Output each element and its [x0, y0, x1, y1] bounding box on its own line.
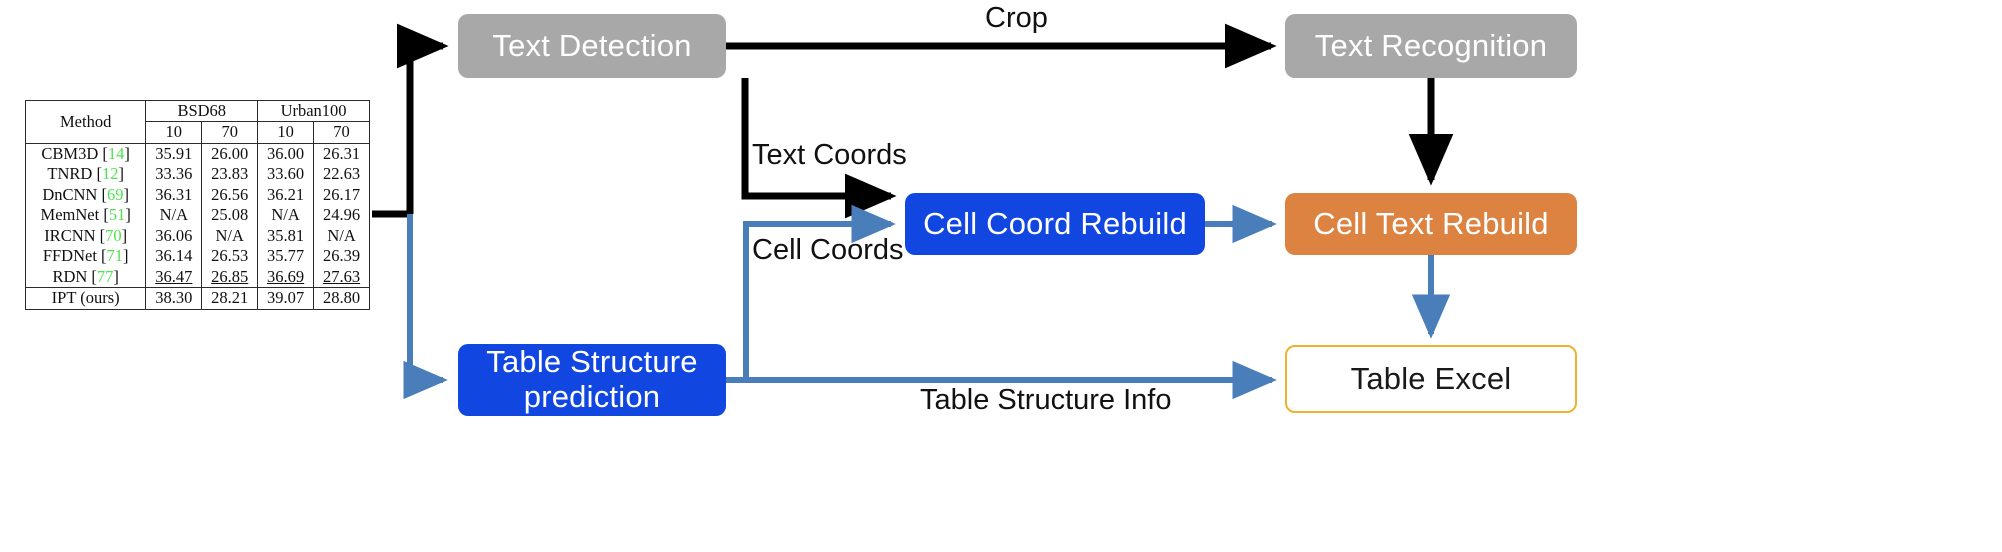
cell-value: 26.85 — [201, 266, 258, 288]
cell-value: N/A — [201, 225, 258, 247]
cell-value: 26.53 — [201, 246, 258, 267]
cell-value: 26.56 — [201, 184, 258, 206]
method-name: TNRD — [47, 164, 93, 184]
citation-ref: 51 — [108, 205, 126, 225]
paper-table-image: Method BSD68 Urban100 10 70 10 70 CBM3D … — [25, 100, 370, 310]
cell-value: N/A — [159, 205, 188, 225]
edge-text-coords — [741, 78, 897, 219]
edge-cell-coords — [743, 204, 896, 380]
edge-label-cell-coords: Cell Coords — [752, 234, 904, 266]
cell-method: DnCNN [69] — [25, 184, 147, 206]
cell-value: 28.80 — [313, 287, 370, 310]
cell-value: 27.63 — [313, 266, 370, 288]
citation-ref: 14 — [107, 143, 125, 163]
cell-value: 25.08 — [201, 205, 258, 226]
results-table: Method BSD68 Urban100 10 70 10 70 CBM3D … — [25, 100, 370, 310]
cell-value: 36.14 — [155, 246, 193, 266]
node-label-line1: Table Structure — [486, 344, 698, 380]
header-urban100: Urban100 — [257, 100, 370, 123]
subheader-urban100-70: 70 — [313, 121, 370, 144]
table-row: RDN [77] 36.47 26.85 36.69 27.63 — [25, 266, 370, 288]
cell-value: 36.00 — [257, 143, 314, 165]
citation-ref: 70 — [105, 225, 122, 245]
cell-value: 36.69 — [257, 266, 314, 288]
header-method: Method — [25, 100, 147, 144]
cell-value: 35.91 — [155, 143, 193, 163]
header-bsd68: BSD68 — [145, 100, 258, 123]
citation-ref: 77 — [96, 266, 114, 286]
cell-value: N/A — [257, 205, 314, 226]
table-row: MemNet [51] N/A 25.08 N/A 24.96 — [25, 205, 370, 226]
subheader-urban100-10: 10 — [257, 121, 314, 144]
table-header-row-top: Method BSD68 Urban100 — [25, 100, 370, 144]
cell-value: 28.21 — [201, 287, 258, 310]
node-cell-coord-rebuild[interactable]: Cell Coord Rebuild — [905, 193, 1205, 255]
table-row: FFDNet [71] 36.14 26.53 35.77 26.39 — [25, 246, 370, 267]
node-text-recognition[interactable]: Text Recognition — [1285, 14, 1577, 78]
table-row: TNRD [12] 33.36 23.83 33.60 22.63 — [25, 164, 370, 185]
table-row: CBM3D [14] 35.91 26.00 36.00 26.31 — [25, 143, 370, 165]
edge-label-crop: Crop — [985, 2, 1048, 34]
node-cell-text-rebuild[interactable]: Cell Text Rebuild — [1285, 193, 1577, 255]
cell-method: FFDNet [71] — [25, 246, 147, 267]
cell-value: N/A — [313, 225, 370, 247]
cell-method: RDN [77] — [25, 266, 147, 288]
node-label-line2: prediction — [523, 379, 661, 414]
cell-value: 26.39 — [313, 246, 370, 267]
cell-method: MemNet [51] — [25, 205, 147, 226]
cell-value: 26.17 — [313, 184, 370, 206]
cell-value: 22.63 — [313, 164, 370, 185]
citation-ref: 12 — [101, 164, 119, 184]
subheader-bsd68-10: 10 — [145, 121, 202, 144]
cell-value: 35.81 — [257, 225, 314, 247]
cell-value: 23.83 — [201, 164, 258, 185]
cell-value: 26.00 — [201, 143, 258, 165]
edge-label-text-coords: Text Coords — [752, 139, 907, 171]
cell-value: 36.47 — [155, 266, 193, 286]
table-row: DnCNN [69] 36.31 26.56 36.21 26.17 — [25, 184, 370, 206]
table-row-final: IPT (ours) 38.30 28.21 39.07 28.80 — [25, 287, 370, 310]
node-table-structure-prediction[interactable]: Table Structure prediction — [458, 344, 726, 416]
method-name: DnCNN — [42, 184, 98, 204]
edge-split-to-table-structure — [403, 214, 448, 400]
cell-method: IPT (ours) — [25, 287, 147, 310]
cell-value: 38.30 — [155, 288, 193, 308]
method-name: RDN — [52, 266, 88, 286]
method-name: MemNet — [40, 205, 100, 225]
cell-value: 39.07 — [257, 287, 314, 310]
edge-label-table-structure-info: Table Structure Info — [920, 384, 1172, 416]
cell-method: IRCNN [70] — [25, 225, 147, 247]
method-name: CBM3D — [41, 143, 99, 163]
cell-value: 26.31 — [313, 143, 370, 165]
node-text-detection[interactable]: Text Detection — [458, 14, 726, 78]
cell-value: 35.77 — [257, 246, 314, 267]
citation-ref: 69 — [106, 184, 124, 204]
table-row: IRCNN [70] 36.06 N/A 35.81 N/A — [25, 225, 370, 247]
node-table-excel[interactable]: Table Excel — [1285, 345, 1577, 413]
cell-value: 33.36 — [155, 164, 193, 184]
table-header-row-sub: 10 70 10 70 — [26, 121, 370, 144]
edge-split-to-text-detection — [396, 23, 449, 214]
cell-value: 33.60 — [257, 164, 314, 185]
cell-value: 24.96 — [313, 205, 370, 226]
method-name: IRCNN — [44, 225, 96, 245]
cell-method: CBM3D [14] — [25, 143, 147, 165]
method-name: FFDNet — [42, 246, 97, 266]
cell-method: TNRD [12] — [25, 164, 147, 185]
cell-value: 36.31 — [155, 184, 193, 204]
cell-value: 36.06 — [155, 225, 193, 245]
citation-ref: 71 — [106, 246, 124, 266]
cell-value: 36.21 — [257, 184, 314, 206]
subheader-bsd68-70: 70 — [201, 121, 258, 144]
